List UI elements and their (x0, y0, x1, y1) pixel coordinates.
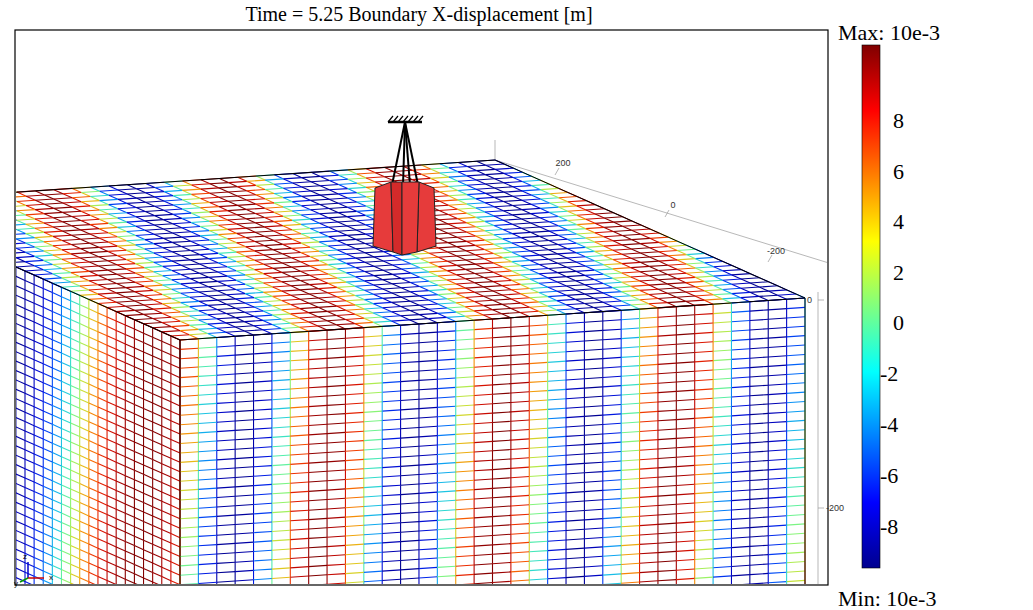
axis-letter: x (49, 574, 53, 582)
color-bar (862, 45, 880, 568)
axis-letter: y (14, 580, 18, 588)
axis-tick: 0 (670, 201, 675, 210)
mesh-scene (16, 116, 827, 584)
colorbar-tick: -4 (880, 414, 898, 436)
pile-foundation (373, 116, 436, 255)
axis-letter: z (23, 553, 27, 561)
colorbar-tick: -2 (880, 363, 898, 385)
colorbar-tick: 4 (893, 211, 904, 233)
colorbar-tick: -6 (880, 465, 898, 487)
colorbar-tick: 6 (893, 161, 904, 183)
axis-triad (20, 562, 44, 582)
mesh-lines (16, 160, 805, 584)
axis-tick: -200 (767, 247, 785, 256)
block-edge (805, 298, 806, 584)
axis-tick: -200 (826, 504, 844, 513)
colorbar-tick: 2 (893, 262, 904, 284)
color-range-label: Max: 10e-3 (838, 22, 940, 44)
block-edge (180, 340, 181, 584)
axis-tick: 200 (555, 159, 570, 168)
colorbar-tick: 8 (893, 110, 904, 132)
plot-title: Time = 5.25 Boundary X-displacement [m] (245, 4, 592, 24)
axis-tick: 0 (807, 296, 812, 305)
plot-frame (15, 30, 828, 585)
colorbar-tick: 0 (893, 312, 904, 334)
colorbar-tick: -8 (880, 516, 898, 538)
color-range-label: Min: 10e-3 (838, 588, 936, 610)
